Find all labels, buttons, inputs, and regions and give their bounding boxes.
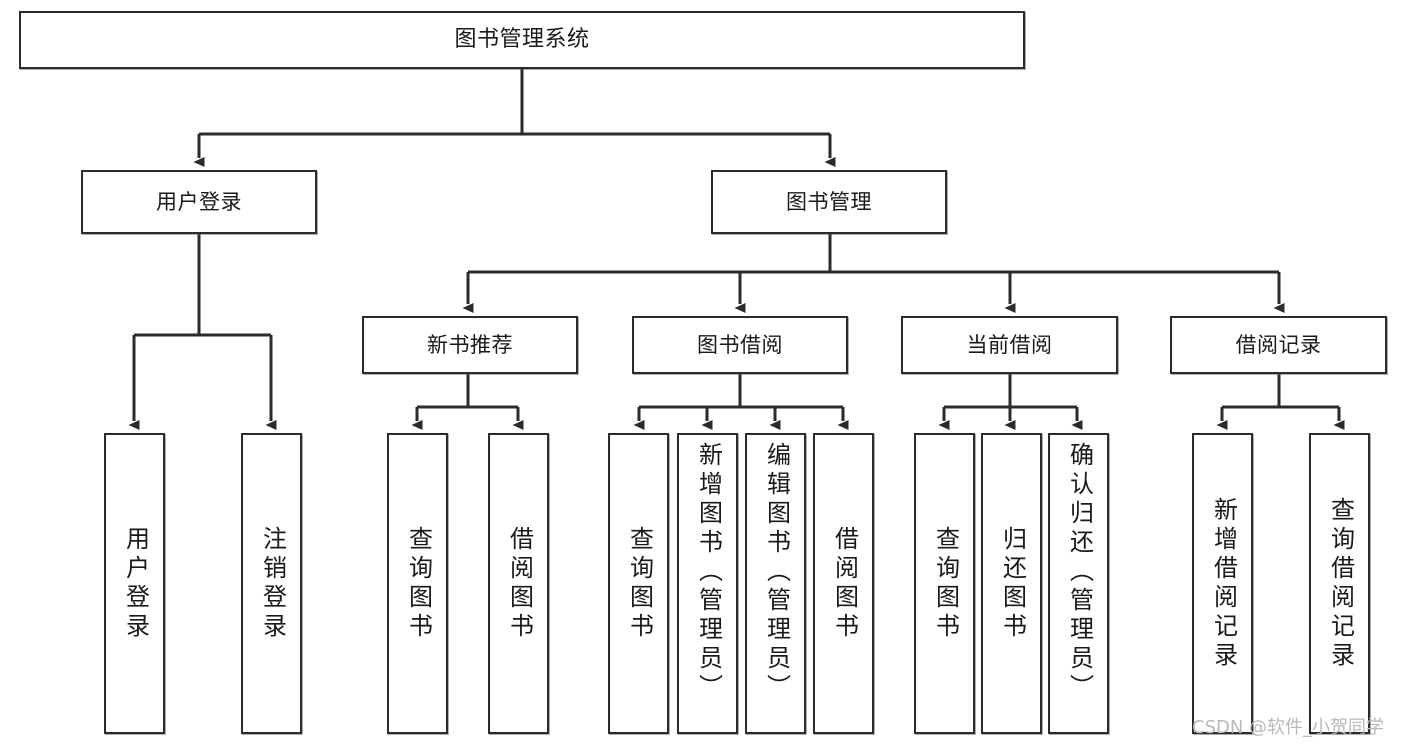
node-label: 当前借阅	[966, 332, 1053, 357]
node-borrow-record[interactable]: 借阅记录	[1170, 316, 1387, 374]
leaf-borrow-borrow-book[interactable]: 借阅图书	[813, 433, 874, 734]
leaf-record-query-record[interactable]: 查询借阅记录	[1309, 433, 1370, 734]
node-label: 新增图书（管理员）	[694, 442, 723, 703]
leaf-user-login-logout[interactable]: 注销登录	[241, 433, 302, 734]
node-label: 用户登录	[121, 525, 150, 642]
node-label: 查询图书	[625, 525, 654, 642]
leaf-new-book-borrow[interactable]: 借阅图书	[488, 433, 549, 734]
node-label: 新书推荐	[427, 332, 513, 357]
leaf-current-return-book[interactable]: 归还图书	[981, 433, 1042, 734]
node-book-management[interactable]: 图书管理	[711, 170, 947, 234]
node-label: 查询图书	[931, 525, 960, 642]
node-label: 编辑图书（管理员）	[762, 442, 791, 703]
leaf-record-add-record[interactable]: 新增借阅记录	[1192, 433, 1253, 734]
node-label: 确认归还（管理员）	[1065, 442, 1094, 703]
node-label: 图书管理系统	[454, 27, 590, 53]
node-new-book-recommend[interactable]: 新书推荐	[362, 316, 578, 374]
leaf-borrow-edit-book[interactable]: 编辑图书（管理员）	[745, 433, 806, 734]
leaf-borrow-add-book[interactable]: 新增图书（管理员）	[677, 433, 738, 734]
node-label: 借阅图书	[830, 525, 859, 642]
leaf-current-confirm-return[interactable]: 确认归还（管理员）	[1048, 433, 1109, 734]
node-root-system[interactable]: 图书管理系统	[19, 11, 1025, 69]
node-label: 图书管理	[786, 189, 872, 214]
csdn-watermark: CSDN @软件_小贺同学	[1192, 717, 1385, 738]
node-label: 查询借阅记录	[1326, 496, 1355, 671]
node-label: 新增借阅记录	[1209, 496, 1238, 671]
node-label: 借阅图书	[505, 525, 534, 642]
node-current-borrow[interactable]: 当前借阅	[901, 316, 1118, 374]
node-label: 归还图书	[998, 525, 1027, 642]
node-label: 图书借阅	[697, 332, 783, 357]
node-label: 借阅记录	[1235, 332, 1322, 357]
node-label: 用户登录	[156, 189, 242, 214]
node-label: 注销登录	[258, 525, 287, 642]
node-label: 查询图书	[404, 525, 433, 642]
leaf-user-login-login[interactable]: 用户登录	[104, 433, 165, 734]
leaf-borrow-query-book[interactable]: 查询图书	[608, 433, 669, 734]
node-book-borrow[interactable]: 图书借阅	[632, 316, 848, 374]
leaf-new-book-query[interactable]: 查询图书	[387, 433, 448, 734]
node-user-login[interactable]: 用户登录	[81, 170, 317, 234]
leaf-current-query-book[interactable]: 查询图书	[914, 433, 975, 734]
